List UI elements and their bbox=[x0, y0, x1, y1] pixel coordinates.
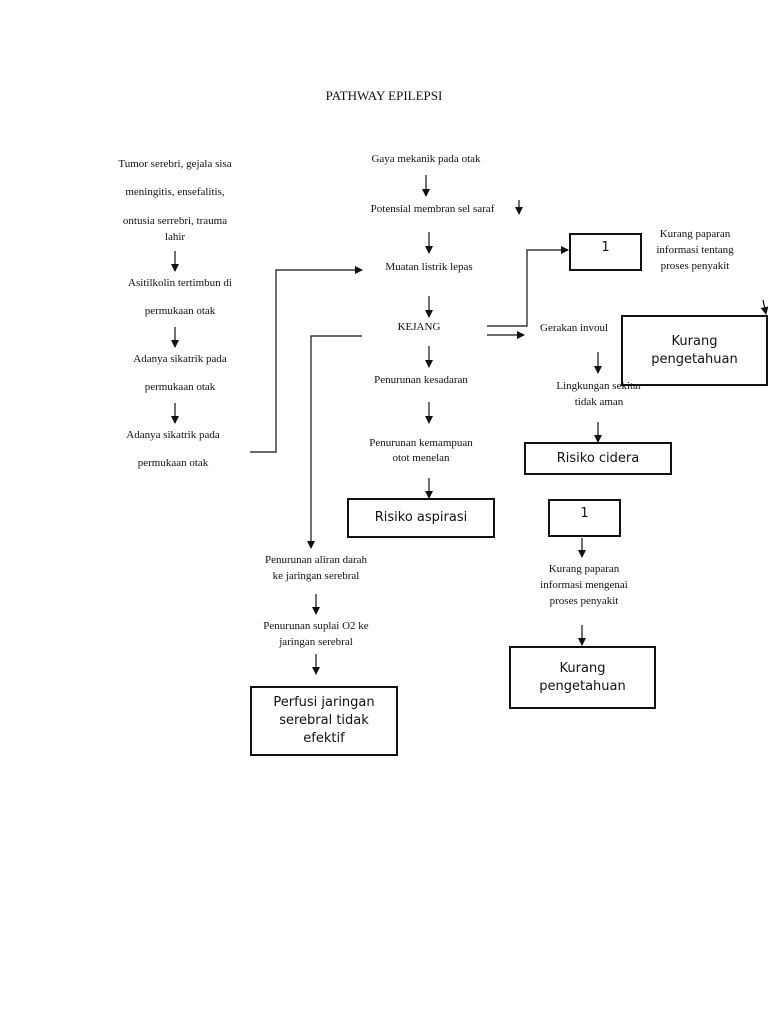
node-aliran-darah-1: Penurunan aliran darah bbox=[264, 554, 367, 566]
step2-line-2: permukaan otak bbox=[144, 305, 216, 317]
step4-line-2: permukaan otak bbox=[137, 457, 209, 469]
node-lingkungan-2: tidak aman bbox=[574, 396, 624, 408]
node-aliran-darah-2: ke jaringan serebral bbox=[272, 570, 360, 582]
cause-line-3: ontusia serrebri, trauma bbox=[122, 215, 228, 227]
page-title: PATHWAY EPILEPSI bbox=[325, 88, 443, 103]
box-kurang-bottom-line-1: Kurang bbox=[559, 660, 606, 676]
node-kejang: KEJANG bbox=[397, 321, 441, 333]
cause-line-1: Tumor serebri, gejala sisa bbox=[118, 158, 232, 170]
step3-line-1: Adanya sikatrik pada bbox=[133, 353, 227, 365]
node-gerakan-invoul: Gerakan invoul bbox=[540, 322, 609, 334]
step2-line-1: Asitilkolin tertimbun di bbox=[128, 277, 232, 289]
node-penurunan-kesadaran: Penurunan kesadaran bbox=[374, 374, 468, 386]
arrow-kejang-to-aliran bbox=[307, 335, 362, 549]
cause-line-4: lahir bbox=[164, 231, 186, 243]
arrow-right-edge bbox=[760, 299, 768, 315]
node-suplai-o2-2: jaringan serebral bbox=[279, 636, 353, 648]
node-potensial-membran: Potensial membran sel saraf bbox=[370, 203, 495, 215]
info-top-line-3: proses penyakit bbox=[660, 260, 730, 272]
box-kurang-bottom-line-2: pengetahuan bbox=[539, 678, 626, 694]
arrow-kejang-to-box1 bbox=[487, 246, 569, 327]
box-kurang-top-line-1: Kurang bbox=[671, 333, 718, 349]
box-number-1-bottom: 1 bbox=[548, 499, 621, 537]
node-muatan-listrik: Muatan listrik lepas bbox=[385, 261, 473, 273]
arrow-left-to-muatan bbox=[250, 266, 363, 453]
box-perfusi-line-1: Perfusi jaringan bbox=[273, 695, 375, 710]
box-perfusi-line-3: efektif bbox=[303, 731, 345, 746]
box-kurang-pengetahuan-top: Kurang pengetahuan bbox=[621, 315, 768, 386]
box-kurang-pengetahuan-bottom: Kurang pengetahuan bbox=[509, 646, 656, 709]
info-bottom-line-2: informasi mengenai bbox=[540, 579, 628, 591]
box-risiko-cidera: Risiko cidera bbox=[524, 442, 672, 475]
step4-line-1: Adanya sikatrik pada bbox=[126, 429, 220, 441]
info-top-line-2: informasi tentang bbox=[656, 244, 734, 256]
cause-line-2: meningitis, ensefalitis, bbox=[125, 186, 225, 198]
box-number-1-top: 1 bbox=[569, 233, 642, 271]
node-gaya-mekanik: Gaya mekanik pada otak bbox=[371, 153, 481, 165]
node-penurunan-kemampuan-1: Penurunan kemampuan bbox=[369, 437, 473, 449]
info-top-line-1: Kurang paparan bbox=[659, 228, 731, 240]
node-penurunan-kemampuan-2: otot menelan bbox=[392, 452, 450, 464]
box-kurang-top-line-2: pengetahuan bbox=[651, 351, 738, 367]
step3-line-2: permukaan otak bbox=[144, 381, 216, 393]
info-bottom-line-3: proses penyakit bbox=[549, 595, 619, 607]
node-suplai-o2-1: Penurunan suplai O2 ke bbox=[263, 620, 369, 632]
node-lingkungan-1: Lingkungan sekitar bbox=[556, 380, 642, 392]
info-bottom-line-1: Kurang paparan bbox=[548, 563, 620, 575]
box-perfusi-jaringan: Perfusi jaringan serebral tidak efektif bbox=[250, 686, 398, 756]
box-perfusi-line-2: serebral tidak bbox=[279, 713, 369, 728]
box-risiko-aspirasi: Risiko aspirasi bbox=[347, 498, 495, 538]
